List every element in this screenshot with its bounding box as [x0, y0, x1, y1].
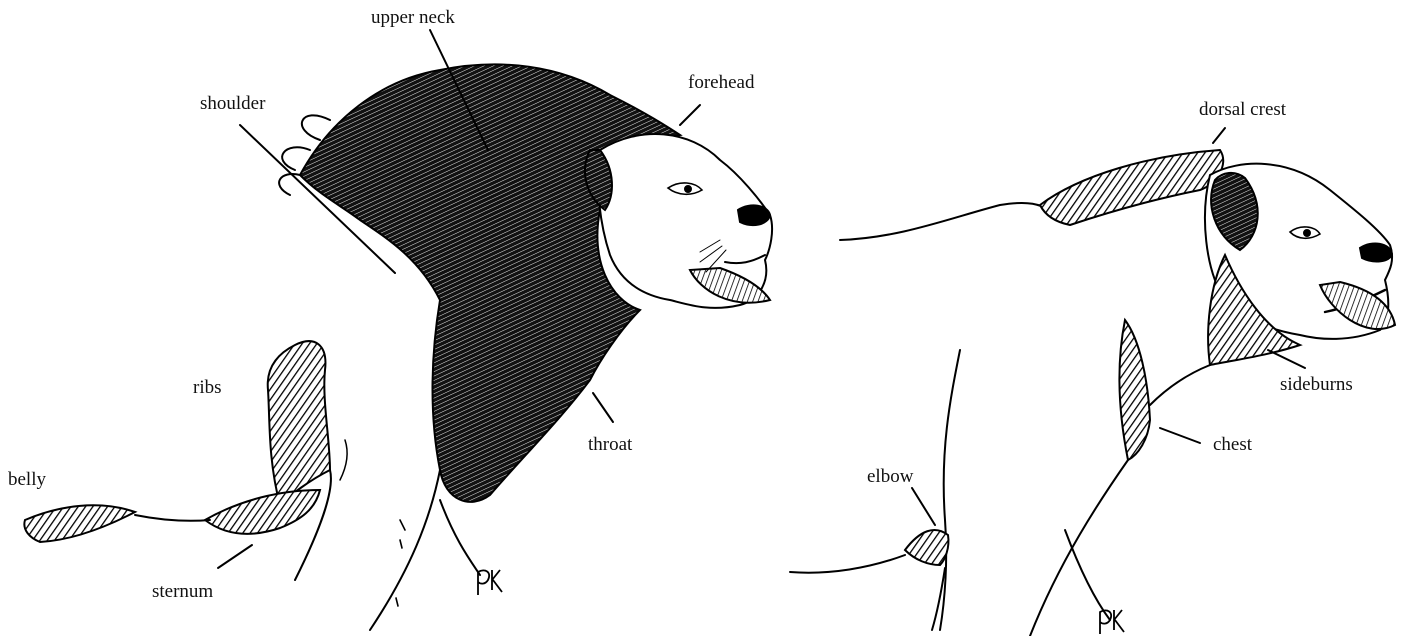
signature-right-drawing	[1100, 610, 1124, 634]
leader-sternum	[218, 545, 252, 568]
leader-sideburns	[1268, 350, 1305, 368]
label-upper-neck: upper neck	[371, 8, 455, 27]
leader-chest	[1160, 428, 1200, 443]
right-chest-hair	[1119, 320, 1150, 460]
label-belly: belly	[8, 470, 46, 489]
label-dorsal-crest: dorsal crest	[1199, 100, 1286, 119]
leader-elbow	[912, 488, 935, 525]
label-chest: chest	[1213, 435, 1252, 454]
right-elbow-hair	[905, 530, 948, 565]
label-elbow: elbow	[867, 467, 913, 486]
leader-forehead	[680, 105, 700, 125]
signature-left-drawing	[478, 570, 502, 595]
left-lion-drawing	[24, 30, 772, 630]
left-ribs-hair	[268, 341, 330, 505]
leader-throat	[593, 393, 613, 422]
left-sternum-hair	[205, 490, 320, 534]
label-forehead: forehead	[688, 73, 754, 92]
label-sternum: sternum	[152, 582, 213, 601]
right-dorsal-crest-hair	[1040, 150, 1223, 225]
label-throat: throat	[588, 435, 632, 454]
label-shoulder: shoulder	[200, 94, 265, 113]
label-sideburns: sideburns	[1280, 375, 1353, 394]
label-ribs: ribs	[193, 378, 222, 397]
left-belly-hair	[24, 505, 135, 542]
leader-dorsal-crest	[1213, 128, 1225, 143]
